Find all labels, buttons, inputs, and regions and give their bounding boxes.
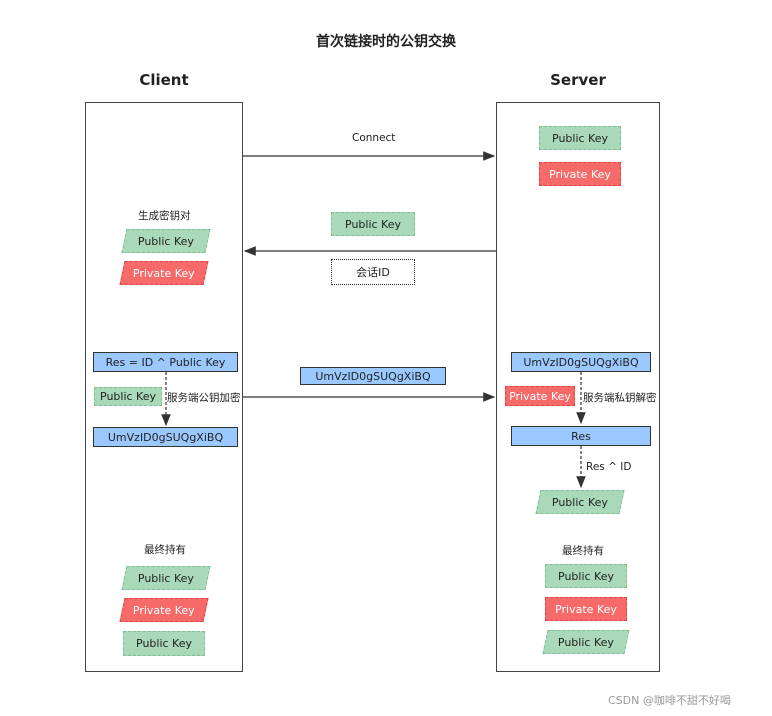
server-final-private-key: Private Key: [545, 597, 627, 621]
server-final-client-public-key: Public Key: [542, 630, 630, 654]
reply-public-key: Public Key: [331, 212, 415, 236]
connect-label: Connect: [352, 132, 396, 144]
server-header: Server: [550, 71, 606, 89]
server-own-public-key: Public Key: [539, 126, 621, 150]
server-final-label: 最终持有: [562, 545, 604, 557]
server-cipher: UmVzID0gSUQgXiBQ: [511, 352, 651, 372]
xor-note: Res ^ ID: [586, 461, 632, 473]
client-gen-public-key: Public Key: [121, 229, 211, 253]
decrypt-note: 服务端私钥解密: [583, 390, 657, 405]
server-final-public-key: Public Key: [545, 564, 627, 588]
client-gen-label: 生成密钥对: [138, 210, 191, 222]
cipher-message: UmVzID0gSUQgXiBQ: [300, 367, 446, 385]
watermark: CSDN @咖啡不甜不好喝: [608, 694, 731, 707]
server-own-private-key: Private Key: [539, 162, 621, 186]
encrypt-note: 服务端公钥加密: [167, 390, 241, 405]
server-private-key: Private Key: [505, 386, 575, 406]
client-final-label: 最终持有: [144, 544, 186, 556]
client-res-formula: Res = ID ^ Public Key: [93, 352, 238, 372]
client-header: Client: [139, 71, 189, 89]
client-final-public-key: Public Key: [121, 566, 211, 590]
client-final-private-key: Private Key: [119, 598, 209, 622]
session-id-box: 会话ID: [331, 259, 415, 285]
server-res: Res: [511, 426, 651, 446]
client-server-public-key: Public Key: [94, 387, 162, 406]
server-client-public-key: Public Key: [535, 490, 625, 514]
diagram-title: 首次链接时的公钥交换: [316, 34, 456, 50]
client-cipher: UmVzID0gSUQgXiBQ: [93, 427, 238, 447]
client-final-server-public-key: Public Key: [123, 631, 205, 656]
client-gen-private-key: Private Key: [119, 261, 209, 285]
